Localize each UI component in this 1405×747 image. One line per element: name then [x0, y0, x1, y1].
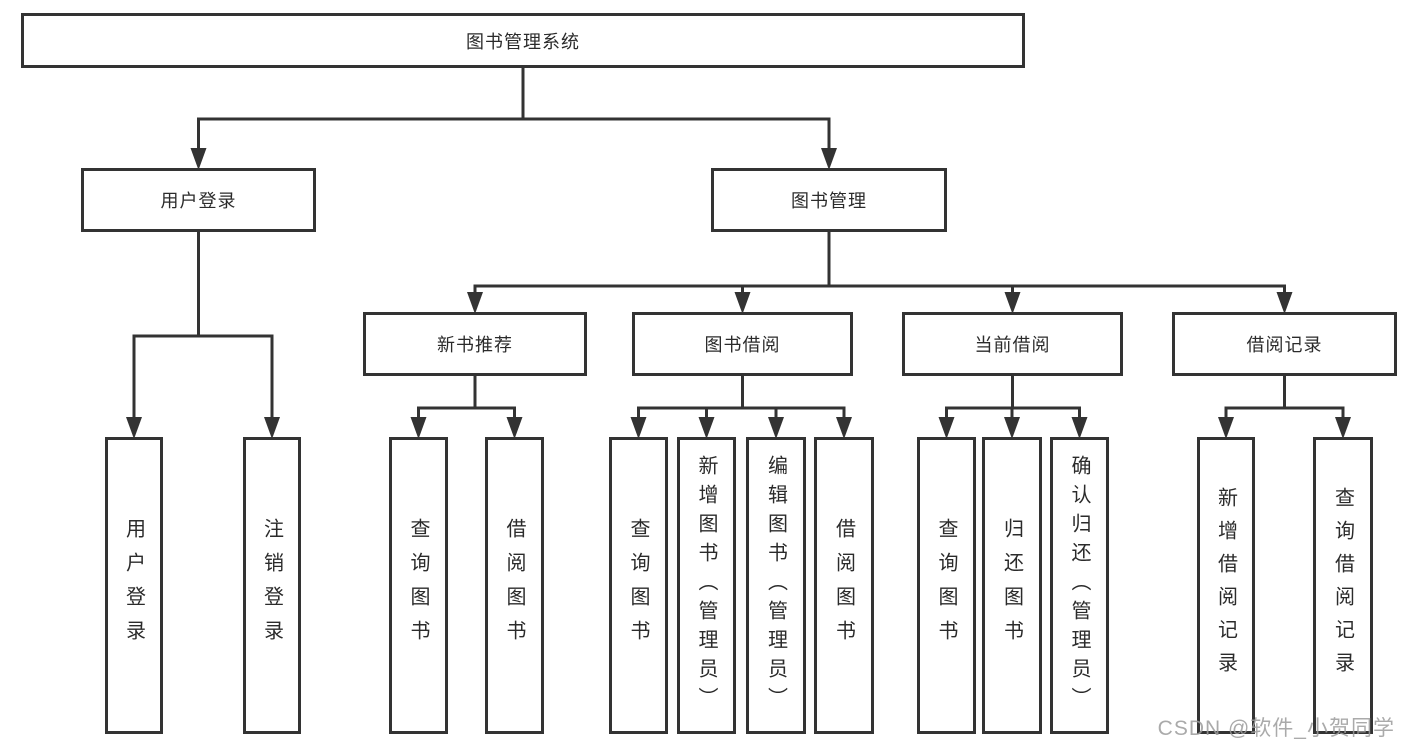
arrowhead-icon — [190, 148, 207, 170]
arrowhead-icon — [938, 417, 955, 439]
node-book-management: 图书管理 — [711, 168, 947, 232]
node-system-root: 图书管理系统 — [21, 13, 1025, 68]
arrowhead-icon — [506, 417, 523, 439]
node-label: 借阅记录 — [1246, 335, 1323, 355]
node-current-borrowing: 当前借阅 — [902, 312, 1123, 376]
node-v-edit-books-admin: 编辑图书（管理员） — [746, 437, 806, 734]
node-label: 注销登录 — [260, 517, 283, 654]
node-v-confirm-return-admin: 确认归还（管理员） — [1050, 437, 1109, 734]
node-v-query-books-3: 查询图书 — [917, 437, 976, 734]
node-label: 查询图书 — [935, 517, 957, 654]
node-label: 用户登录 — [160, 191, 237, 211]
watermark: CSDN @软件_小贺同学 — [1157, 717, 1395, 740]
arrowhead-icon — [264, 417, 280, 439]
node-user-login: 用户登录 — [81, 168, 316, 232]
arrowhead-icon — [1276, 292, 1293, 314]
node-label: 新书推荐 — [437, 335, 513, 355]
arrowhead-icon — [467, 292, 483, 314]
node-v-add-borrow-record: 新增借阅记录 — [1197, 437, 1255, 734]
node-label: 查询图书 — [627, 517, 649, 654]
node-v-query-borrow-record: 查询借阅记录 — [1313, 437, 1373, 734]
node-v-logout: 注销登录 — [243, 437, 301, 734]
arrowhead-icon — [836, 417, 852, 439]
arrowhead-icon — [1004, 417, 1020, 439]
node-v-query-books-1: 查询图书 — [389, 437, 448, 734]
node-label: 查询借阅记录 — [1331, 486, 1354, 685]
node-new-book-recommend: 新书推荐 — [363, 312, 587, 376]
arrowhead-icon — [821, 148, 837, 170]
node-v-borrow-books-2: 借阅图书 — [814, 437, 874, 734]
node-v-query-books-2: 查询图书 — [609, 437, 668, 734]
node-label: 编辑图书（管理员） — [764, 455, 787, 716]
node-label: 确认归还（管理员） — [1068, 455, 1090, 716]
node-v-return-books: 归还图书 — [982, 437, 1042, 734]
node-label: 当前借阅 — [974, 335, 1051, 355]
node-label: 新增借阅记录 — [1214, 486, 1237, 685]
node-v-user-login: 用户登录 — [105, 437, 163, 734]
arrowhead-icon — [126, 417, 142, 439]
arrowhead-icon — [1004, 292, 1021, 314]
node-label: 用户登录 — [122, 517, 145, 654]
arrowhead-icon — [1218, 417, 1234, 439]
node-label: 图书管理系统 — [466, 31, 580, 52]
arrowhead-icon — [1071, 417, 1088, 439]
node-label: 借阅图书 — [503, 517, 525, 654]
arrowhead-icon — [734, 292, 751, 314]
node-v-add-books-admin: 新增图书（管理员） — [677, 437, 736, 734]
node-v-borrow-books-1: 借阅图书 — [485, 437, 544, 734]
node-label: 借阅图书 — [832, 517, 855, 654]
node-label: 新增图书（管理员） — [695, 455, 717, 716]
arrowhead-icon — [630, 417, 647, 439]
node-label: 图书借阅 — [704, 335, 781, 355]
node-label: 查询图书 — [407, 517, 429, 654]
node-label: 归还图书 — [1000, 517, 1023, 654]
arrowhead-icon — [768, 417, 784, 439]
node-borrowing-records: 借阅记录 — [1172, 312, 1397, 376]
arrowhead-icon — [410, 417, 427, 439]
node-book-borrowing: 图书借阅 — [632, 312, 853, 376]
arrowhead-icon — [1335, 417, 1351, 439]
arrowhead-icon — [698, 417, 715, 439]
node-label: 图书管理 — [791, 191, 867, 211]
